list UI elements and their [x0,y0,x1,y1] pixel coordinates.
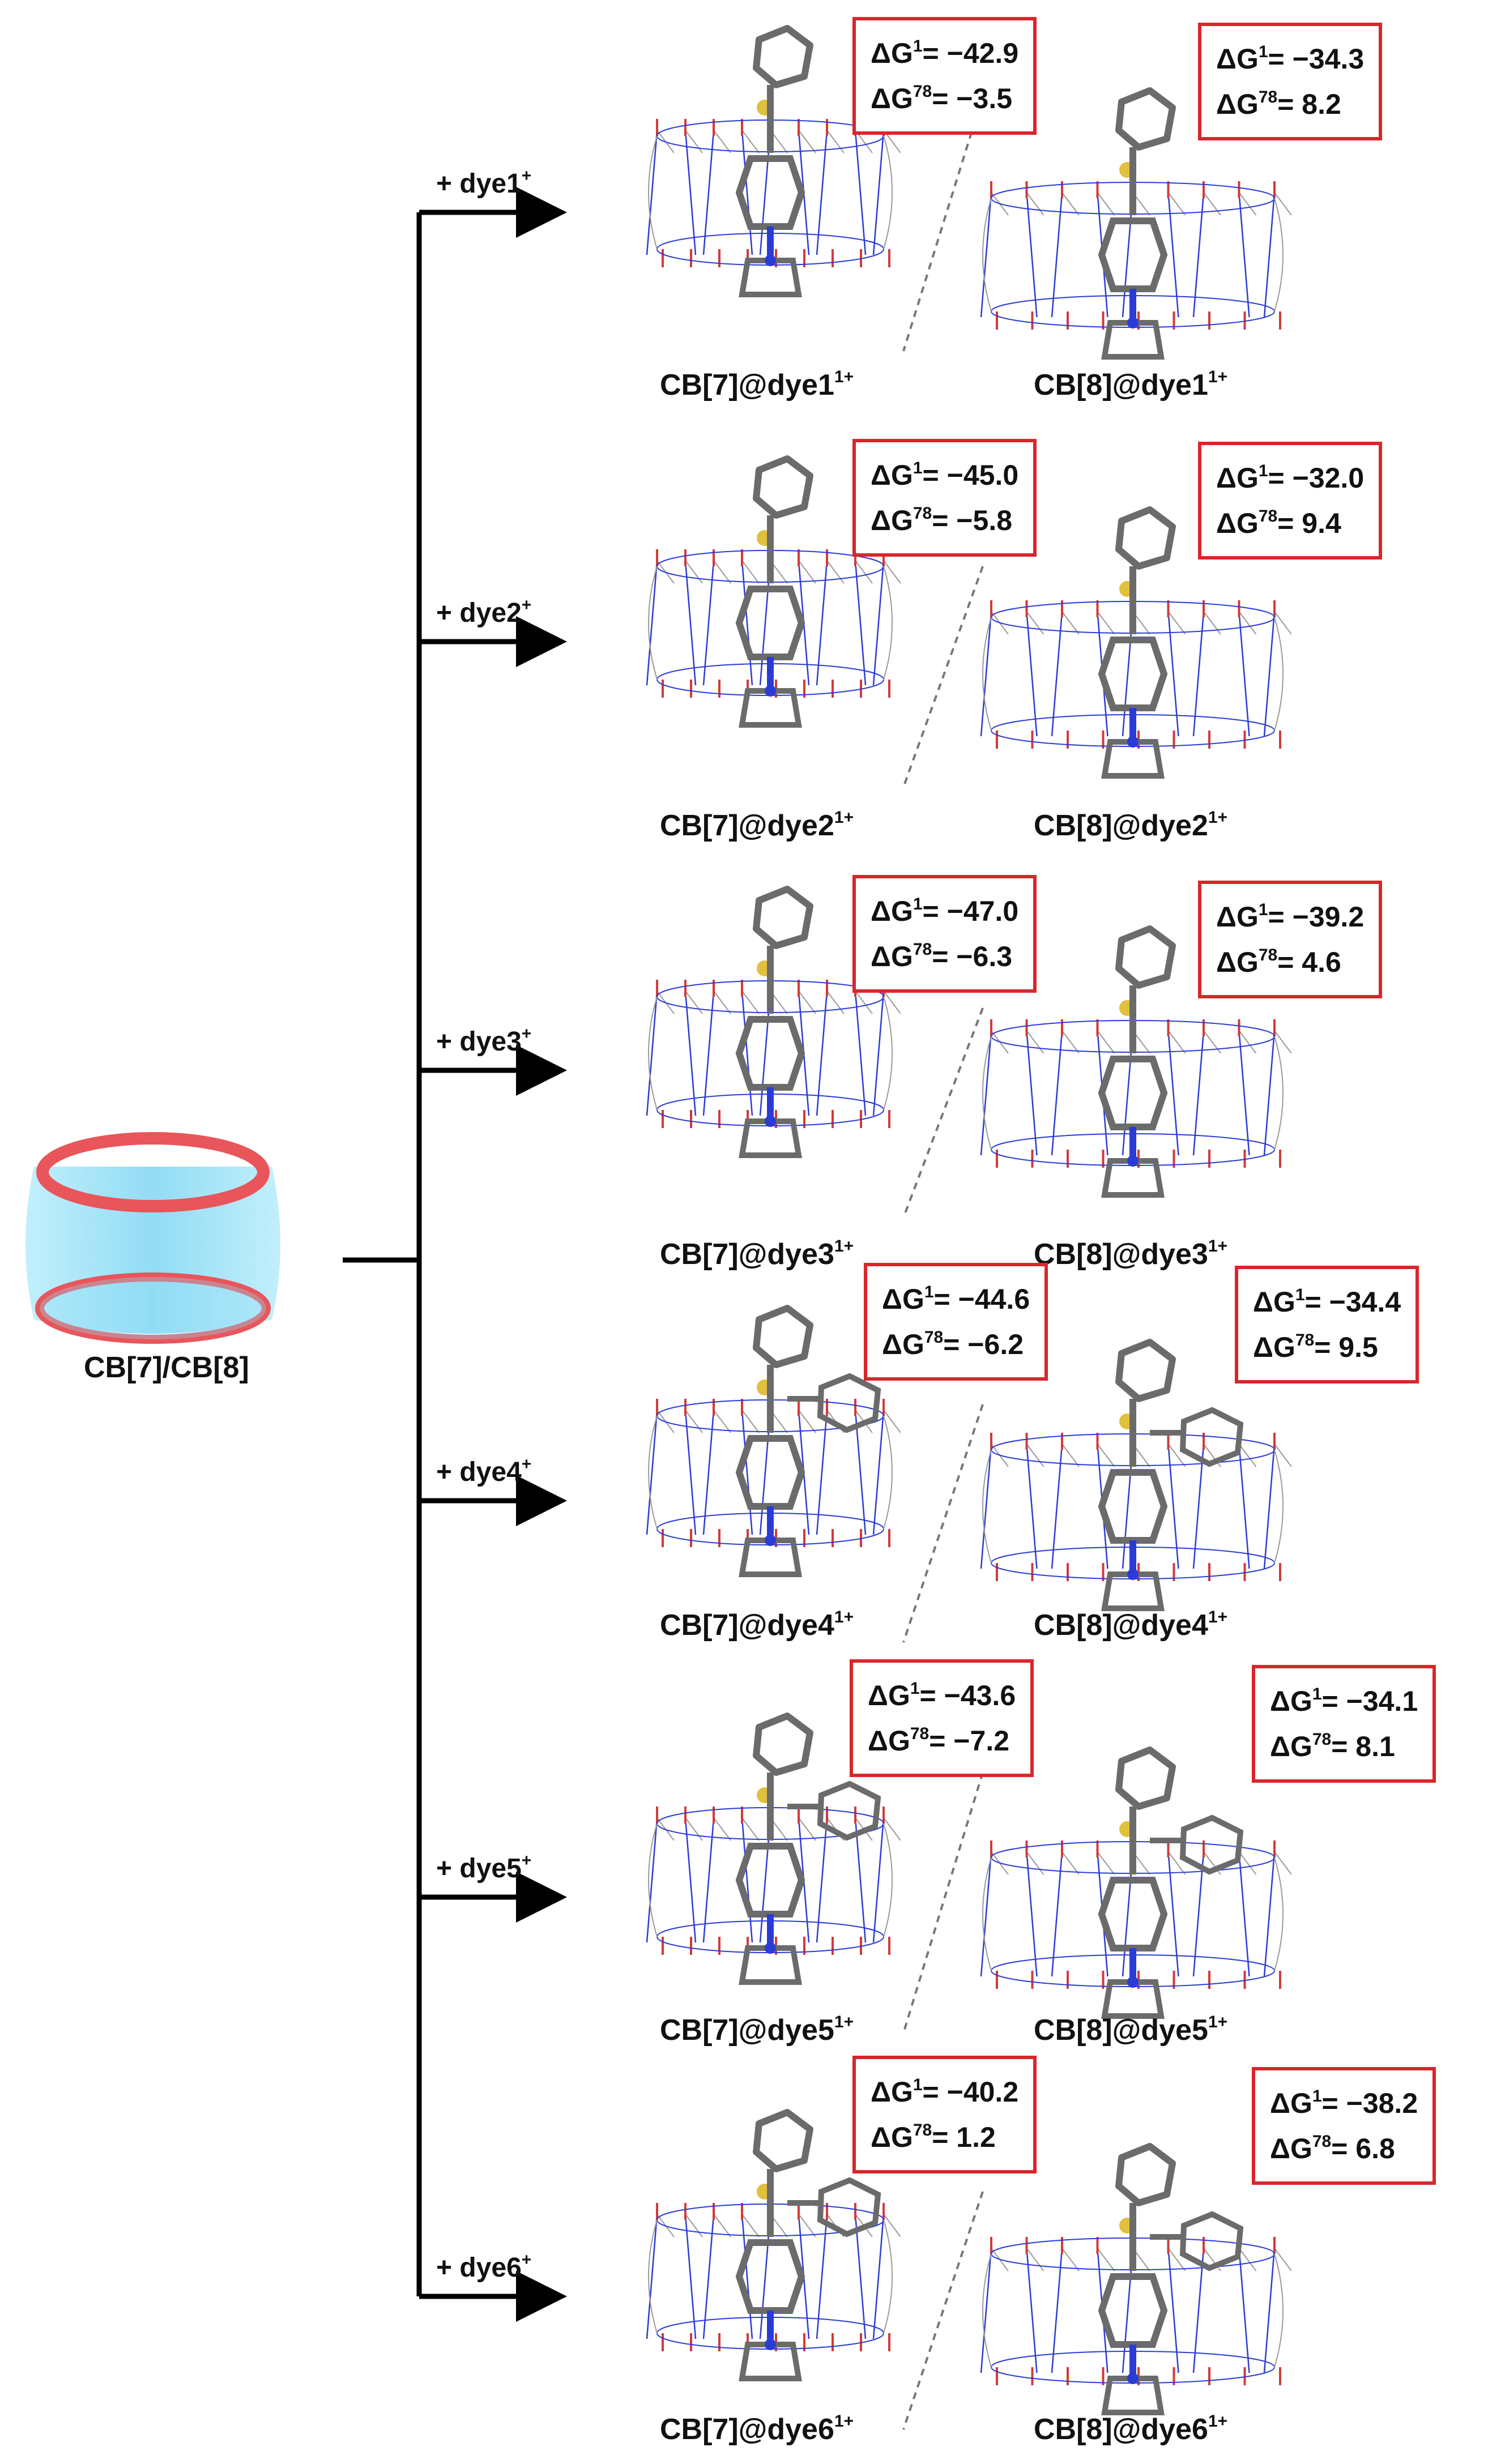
cb8-complex-structure-dye5 [974,1744,1292,2064]
cb8-complex-structure-dye1 [974,85,1292,405]
cb7-caption-dye4: CB[7]@dye41+ [660,1608,854,1642]
arrow-label-charge: + [521,1455,532,1474]
dg78-line: ΔG78= 8.1 [1270,1730,1395,1762]
cb8-caption-dye3: CB[8]@dye31+ [1034,1237,1228,1271]
dg78-line: ΔG78= 8.2 [1216,88,1341,120]
arrow-label-dye3: + dye3+ [436,1026,531,1057]
cb7-complex-structure-dye6 [640,2107,901,2427]
divider-row-6 [902,2191,984,2430]
arrow-label-text: + dye1 [436,169,522,199]
arrow-label-charge: + [521,1851,532,1870]
dg1-line: ΔG1= −34.4 [1253,1286,1401,1318]
arrow-label-charge: + [521,166,532,185]
arrow-label-dye2: + dye2+ [436,597,531,629]
cb8-caption-dye1: CB[8]@dye11+ [1034,368,1228,402]
arrow-label-charge: + [521,596,532,614]
arrow-label-charge: + [521,1024,532,1043]
cb7-complex-structure-dye3 [640,883,901,1203]
cb7-complex-structure-dye1 [640,23,901,343]
dg78-line: ΔG78= 4.6 [1216,946,1341,978]
cb8-complex-structure-dye2 [974,504,1292,824]
dg1-line: ΔG1= −40.2 [871,2076,1019,2108]
cb7-caption-dye1: CB[7]@dye11+ [660,368,854,402]
arrow-label-text: + dye3 [436,1027,522,1057]
dg1-line: ΔG1= −45.0 [871,459,1019,491]
divider-row-5 [902,1772,984,2034]
host-barrel-icon [25,1132,280,1344]
dg78-line: ΔG78= 6.8 [1270,2132,1395,2164]
dg78-line: ΔG78= −6.2 [882,1328,1024,1360]
cb8-complex-structure-dye6 [974,2141,1292,2461]
cb8-caption-dye2: CB[8]@dye21+ [1034,808,1228,843]
arrow-label-dye6: + dye6+ [436,2252,531,2283]
dg78-line: ΔG78= −5.8 [871,504,1013,536]
dg1-line: ΔG1= −44.6 [882,1283,1030,1315]
cb8-complex-structure-dye3 [974,923,1292,1243]
cb7-complex-structure-dye2 [640,453,901,773]
cb7-caption-dye2: CB[7]@dye21+ [660,808,854,843]
cb7-caption-dye6: CB[7]@dye61+ [660,2412,854,2446]
dg78-line: ΔG78= 1.2 [871,2121,996,2153]
dg78-line: ΔG78= −6.3 [871,940,1013,972]
cb7-caption-dye5: CB[7]@dye51+ [660,2013,854,2047]
divider-row-4 [902,1404,984,1643]
divider-row-2 [902,566,984,788]
arrow-label-dye5: + dye5+ [436,1851,532,1884]
dg1-line: ΔG1= −34.1 [1270,1685,1418,1717]
cb8-caption-dye4: CB[8]@dye41+ [1034,1608,1228,1642]
dg78-line: ΔG78= −3.5 [871,82,1013,114]
cb8-caption-dye5: CB[8]@dye51+ [1034,2013,1228,2047]
arrow-label-charge: + [521,2251,532,2269]
arrow-label-text: + dye5 [436,1854,522,1884]
arrow-label-text: + dye4 [436,1457,522,1487]
dg1-line: ΔG1= −47.0 [871,895,1019,927]
dg78-line: ΔG78= 9.4 [1216,507,1341,539]
divider-row-3 [902,1007,984,1218]
cb8-complex-structure-dye4 [974,1336,1292,1656]
dg78-line: ΔG78= 9.5 [1253,1331,1378,1363]
dg1-line: ΔG1= −34.3 [1216,42,1365,75]
dg1-line: ΔG1= −43.6 [868,1679,1016,1711]
dg1-line: ΔG1= −39.2 [1216,900,1365,933]
dg1-line: ΔG1= −42.9 [871,37,1019,69]
arrow-label-dye1: + dye1+ [436,168,531,199]
dg1-line: ΔG1= −38.2 [1270,2087,1418,2119]
dg1-line: ΔG1= −32.0 [1216,462,1365,494]
cb7-complex-structure-dye4 [640,1303,901,1622]
arrow-label-text: + dye2 [436,598,522,628]
arrow-label-dye4: + dye4+ [436,1455,532,1488]
cb8-caption-dye6: CB[8]@dye61+ [1034,2412,1228,2446]
dg78-line: ΔG78= −7.2 [868,1724,1010,1757]
cb7-caption-dye3: CB[7]@dye31+ [660,1237,854,1271]
host-label: CB[7]/CB[8] [84,1351,249,1384]
cb7-complex-structure-dye5 [640,1710,901,2030]
arrow-label-text: + dye6 [436,2253,522,2283]
